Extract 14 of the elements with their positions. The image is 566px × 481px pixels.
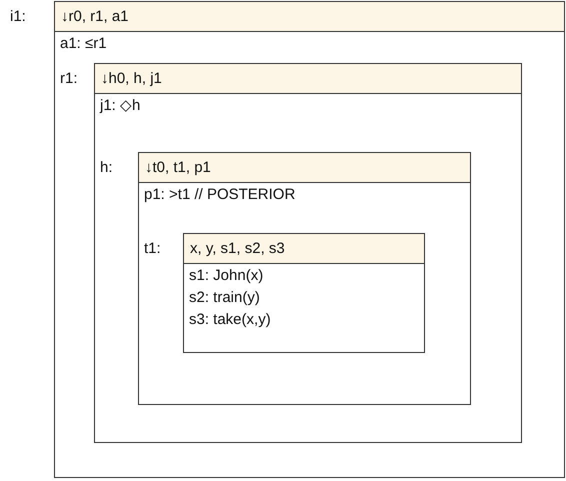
box-label: h: xyxy=(100,159,113,177)
condition-text: j1: ◇h xyxy=(100,97,140,115)
header-text: ↓r0, r1, a1 xyxy=(54,1,565,32)
box-label: i1: xyxy=(10,8,26,26)
condition-text: s3: take(x,y) xyxy=(189,311,271,329)
condition-text: p1: >t1 // POSTERIOR xyxy=(144,186,296,204)
header-text: ↓t0, t1, p1 xyxy=(138,152,471,183)
box-label: t1: xyxy=(144,240,161,258)
condition-text: a1: ≤r1 xyxy=(60,35,107,53)
condition-text: s1: John(x) xyxy=(189,267,264,285)
condition-text: s2: train(y) xyxy=(189,289,260,307)
header-text: x, y, s1, s2, s3 xyxy=(183,233,425,264)
header-text: ↓h0, h, j1 xyxy=(94,63,522,94)
box-label: r1: xyxy=(60,70,78,88)
